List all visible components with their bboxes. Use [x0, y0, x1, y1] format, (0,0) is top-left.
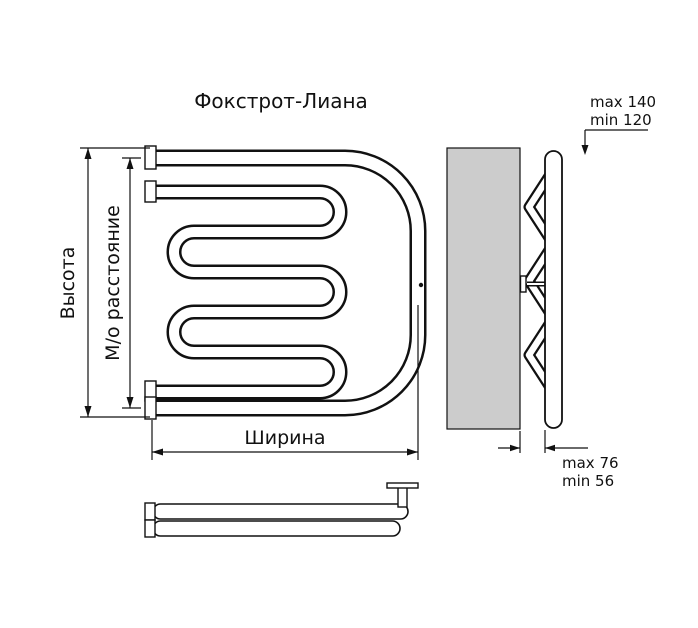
collector-pipe — [544, 150, 563, 429]
serpentine-coil — [155, 184, 348, 400]
drawing-title: Фокстрот-Лиана — [194, 89, 368, 113]
center-distance-dimension-label: М/о расстояние — [102, 205, 124, 361]
air-vent-dot — [418, 282, 424, 288]
rear-pipe-top-view — [152, 520, 401, 537]
front-view: Высота М/о расстояние Ширина — [57, 145, 427, 460]
wall-offset-bottom-max-label: max 76 — [562, 454, 619, 472]
height-dimension: Высота — [57, 147, 150, 418]
bottom-view-fittings — [144, 502, 156, 538]
wall-offset-top-max-label: max 140 — [590, 93, 656, 111]
center-distance-dimension: М/о расстояние — [102, 157, 141, 409]
front-pipe-top-view — [152, 503, 409, 520]
pipe-end-fittings — [144, 145, 157, 420]
wall-offset-top-dimension: max 140 min 120 — [581, 93, 656, 155]
width-dimension: Ширина — [151, 305, 419, 460]
wall-offset-top-min-label: min 120 — [590, 111, 652, 129]
frame-pipe — [155, 149, 427, 417]
width-dimension-label: Ширина — [244, 427, 325, 449]
side-view: max 140 min 120 max 76 min 56 — [446, 93, 656, 490]
valve-stem — [386, 482, 419, 508]
wall-offset-bottom-min-label: min 56 — [562, 472, 614, 490]
wall — [446, 147, 521, 430]
bottom-view — [144, 482, 419, 538]
serpentine-side-profile — [523, 164, 559, 398]
wall-offset-bottom-dimension: max 76 min 56 — [498, 430, 619, 490]
height-dimension-label: Высота — [57, 247, 79, 320]
